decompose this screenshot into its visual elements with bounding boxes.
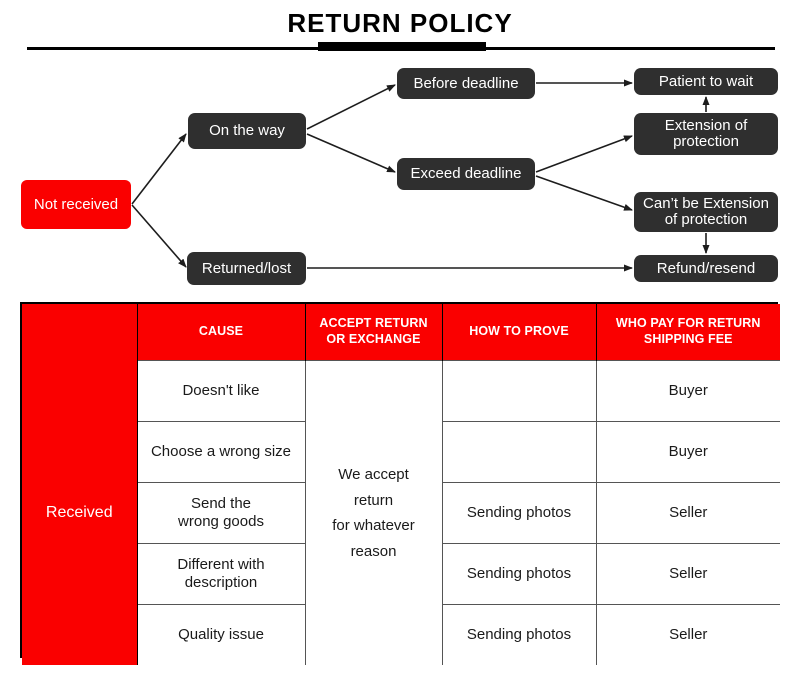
flow-node-exceed-deadline[interactable]: Exceed deadline (397, 158, 535, 190)
cell-cause: Choose a wrong size (137, 421, 306, 483)
cell-text: Different with description (177, 555, 265, 591)
flowchart-connectors (131, 79, 710, 272)
page-title: RETURN POLICY (287, 8, 513, 38)
table-row: Send the wrong goods Sending photos Sell… (22, 482, 780, 544)
title-divider-thick (318, 42, 486, 51)
cell-how-to-prove: Sending photos (442, 604, 597, 665)
table-row: Quality issue Sending photos Seller (22, 604, 780, 665)
header-label: HOW TO PROVE (469, 324, 569, 339)
flow-node-cant-be-extension-of-protection[interactable]: Can’t be Extension of protection (634, 192, 778, 232)
header-received (22, 304, 138, 361)
header-how-to-prove: HOW TO PROVE (442, 304, 597, 361)
cell-text: Sending photos (466, 503, 572, 521)
flow-node-refund-resend[interactable]: Refund/resend (634, 255, 778, 282)
cell-who-pays: Seller (596, 604, 780, 665)
cell-how-to-prove (442, 421, 597, 483)
cell-who-pays: Seller (596, 482, 780, 544)
cell-how-to-prove: Sending photos (442, 543, 597, 605)
flow-node-returned-lost[interactable]: Returned/lost (187, 252, 306, 285)
cell-text: Sending photos (466, 625, 572, 643)
cell-how-to-prove (442, 360, 597, 422)
title-block: RETURN POLICY (0, 0, 800, 58)
header-label: ACCEPT RETURN OR EXCHANGE (319, 316, 428, 346)
header-accept-return-or-exchange: ACCEPT RETURN OR EXCHANGE (305, 304, 443, 361)
cell-cause: Quality issue (137, 604, 306, 665)
flow-node-label: Before deadline (413, 74, 519, 92)
flow-node-extension-of-protection[interactable]: Extension of protection (634, 113, 778, 155)
cell-text: Sending photos (466, 564, 572, 582)
cell-text: Seller (669, 503, 708, 521)
cell-text: Quality issue (178, 625, 264, 643)
cell-text: Send the wrong goods (178, 494, 264, 530)
table-header: CAUSE ACCEPT RETURN OR EXCHANGE HOW TO P… (22, 304, 780, 361)
cell-how-to-prove: Sending photos (442, 482, 597, 544)
header-cause: CAUSE (137, 304, 306, 361)
cell-text: Seller (669, 625, 708, 643)
cell-text: We accept return for whatever reason (332, 466, 415, 560)
table-body: Received Doesn't like We accept return f… (22, 360, 780, 665)
flow-node-label: Can’t be Extension of protection (643, 195, 769, 228)
cell-cause: Different with description (137, 543, 306, 605)
header-label: CAUSE (198, 324, 244, 339)
cell-text: Buyer (668, 442, 708, 460)
cell-who-pays: Seller (596, 543, 780, 605)
cell-text: Doesn't like (182, 381, 260, 399)
flow-node-before-deadline[interactable]: Before deadline (397, 68, 535, 99)
flow-node-label: Extension of protection (664, 117, 748, 150)
cell-who-pays: Buyer (596, 421, 780, 483)
cell-text: Buyer (668, 381, 708, 399)
header-who-pay-for-return-shipping-fee: WHO PAY FOR RETURN SHIPPING FEE (596, 304, 780, 361)
return-flowchart: Not received On the way Returned/lost Be… (0, 58, 800, 298)
cell-text: Choose a wrong size (150, 442, 292, 460)
flow-node-not-received[interactable]: Not received (21, 180, 131, 229)
policy-table-grid: CAUSE ACCEPT RETURN OR EXCHANGE HOW TO P… (22, 304, 780, 665)
cell-text: Received (45, 503, 113, 521)
flow-node-on-the-way[interactable]: On the way (188, 113, 306, 149)
return-policy-table: CAUSE ACCEPT RETURN OR EXCHANGE HOW TO P… (20, 302, 780, 665)
header-label: WHO PAY FOR RETURN SHIPPING FEE (615, 316, 761, 346)
flow-node-label: Returned/lost (201, 259, 292, 277)
flow-node-label: Exceed deadline (410, 165, 522, 183)
cell-accept-return-merged: We accept return for whatever reason (305, 360, 443, 665)
table-row: Choose a wrong size Buyer (22, 421, 780, 483)
table-row: Different with description Sending photo… (22, 543, 780, 605)
row-group-label-received: Received (22, 360, 138, 665)
flow-node-label: On the way (209, 122, 285, 140)
flow-node-label: Refund/resend (656, 259, 756, 277)
flow-node-label: Patient to wait (658, 72, 754, 90)
cell-cause: Doesn't like (137, 360, 306, 422)
table-row: Received Doesn't like We accept return f… (22, 360, 780, 665)
cell-who-pays: Buyer (596, 360, 780, 422)
flow-node-patient-to-wait[interactable]: Patient to wait (634, 68, 778, 95)
table-header-row: CAUSE ACCEPT RETURN OR EXCHANGE HOW TO P… (22, 304, 780, 361)
flow-node-label: Not received (33, 195, 119, 213)
cell-cause: Send the wrong goods (137, 482, 306, 544)
cell-text: Seller (669, 564, 708, 582)
